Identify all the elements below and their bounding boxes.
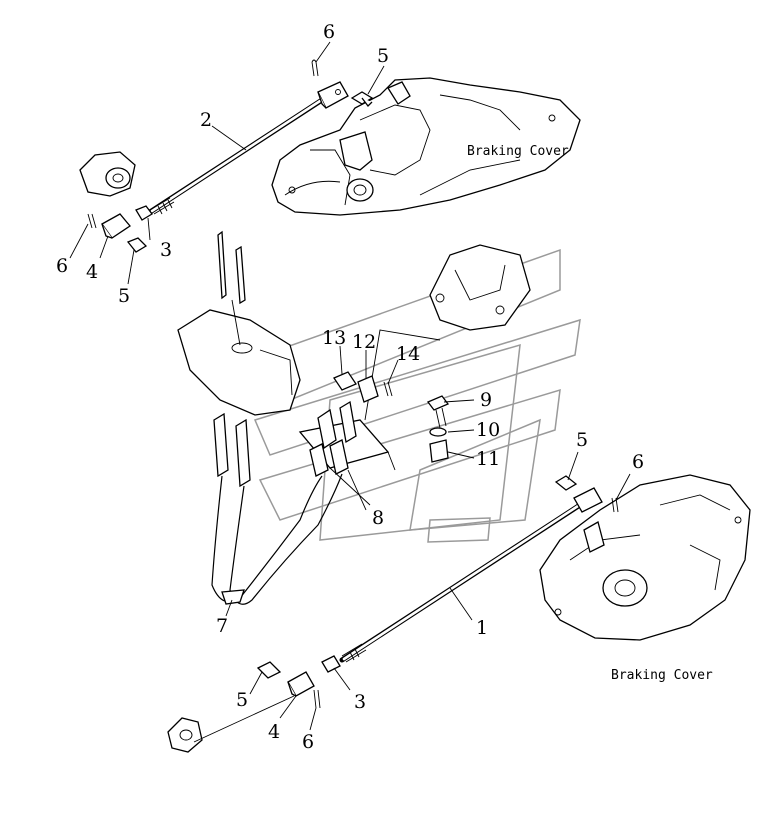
bolt-5-lower-right (554, 475, 578, 491)
pin-6-lower-left (313, 689, 321, 709)
clevis-4-lower (287, 671, 315, 697)
bracket-upper-left (79, 151, 136, 197)
cable-7 (211, 473, 343, 605)
callout-9: 9 (480, 389, 492, 411)
levers (217, 230, 246, 346)
callout-2: 2 (200, 109, 212, 131)
callout-12: 12 (352, 331, 376, 353)
leader-lines (69, 41, 631, 743)
callout-5-lower-left: 5 (236, 689, 248, 711)
clevis-4-upper (101, 213, 131, 239)
pin-6-upper-left (87, 213, 97, 229)
callout-5-top: 5 (377, 45, 389, 67)
callout-6-lower-left: 6 (302, 731, 314, 753)
callout-6-lower-right: 6 (632, 451, 644, 473)
callout-4-lower: 4 (268, 721, 280, 743)
pin-6-lower-right (611, 497, 619, 513)
watermark (248, 248, 581, 543)
end-fitting-lower (167, 717, 203, 753)
callout-6-upper-left: 6 (56, 255, 68, 277)
braking-cover-label-bottom: Braking Cover (611, 668, 713, 683)
callout-8: 8 (372, 507, 384, 529)
rod-2 (147, 97, 325, 215)
cable-connectors (213, 400, 357, 488)
clevis-bottom-lower (573, 487, 605, 553)
console-plate (177, 309, 301, 416)
callout-13: 13 (322, 327, 346, 349)
bracket-upper-right (429, 244, 531, 331)
callout-10: 10 (476, 419, 500, 441)
callout-3-upper: 3 (160, 239, 172, 261)
callout-6-top: 6 (323, 21, 335, 43)
nut-3-lower (321, 655, 341, 673)
bolt-13 (333, 371, 357, 391)
rod-1 (339, 502, 583, 663)
spacer-11 (429, 439, 449, 463)
nut-3-upper (135, 205, 153, 221)
braking-cover-top (271, 77, 581, 216)
callout-7: 7 (216, 615, 228, 637)
pin-6-upper (311, 59, 319, 77)
callout-11: 11 (476, 448, 500, 470)
callout-1: 1 (476, 617, 488, 639)
bolt-5-upper-left (126, 237, 148, 253)
bolt-5-lower-left (256, 661, 282, 679)
braking-cover-label-top: Braking Cover (467, 144, 569, 159)
pin-14 (383, 381, 393, 397)
callout-3-lower: 3 (354, 691, 366, 713)
callout-5-lower-right: 5 (576, 429, 588, 451)
callout-5-upper-left: 5 (118, 285, 130, 307)
callout-14: 14 (396, 343, 420, 365)
braking-cover-bottom (539, 474, 751, 641)
washer-10 (429, 427, 447, 437)
bolt-5-upper (350, 91, 374, 107)
bolt-9 (426, 395, 450, 429)
clevis-top-upper (317, 81, 349, 109)
part-12 (357, 375, 379, 403)
callout-4-upper: 4 (86, 261, 98, 283)
